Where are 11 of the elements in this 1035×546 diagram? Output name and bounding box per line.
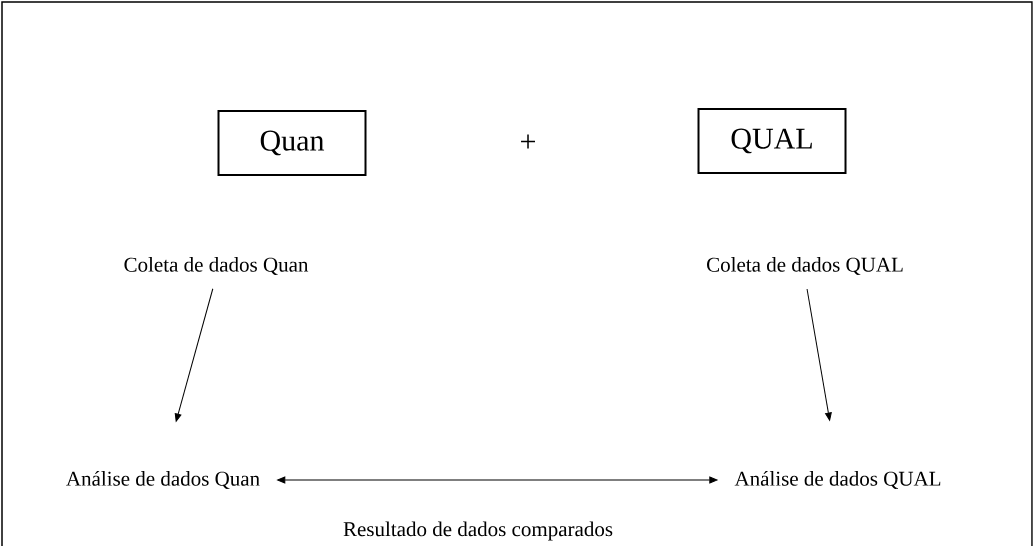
caption-text: Resultado de dados comparados (343, 521, 613, 541)
node-label: Coleta de dados Quan (124, 257, 309, 275)
arrow (806, 288, 832, 421)
arrow (277, 476, 718, 484)
plus-sign: + (521, 134, 535, 149)
node-label: Coleta de dados QUAL (707, 257, 903, 275)
arrow (174, 288, 214, 422)
node-label: Análise de dados QUAL (734, 471, 941, 489)
node-label: Análise de dados Quan (66, 471, 260, 489)
text-box: Quan (217, 110, 367, 176)
text-box: QUAL (697, 108, 847, 174)
